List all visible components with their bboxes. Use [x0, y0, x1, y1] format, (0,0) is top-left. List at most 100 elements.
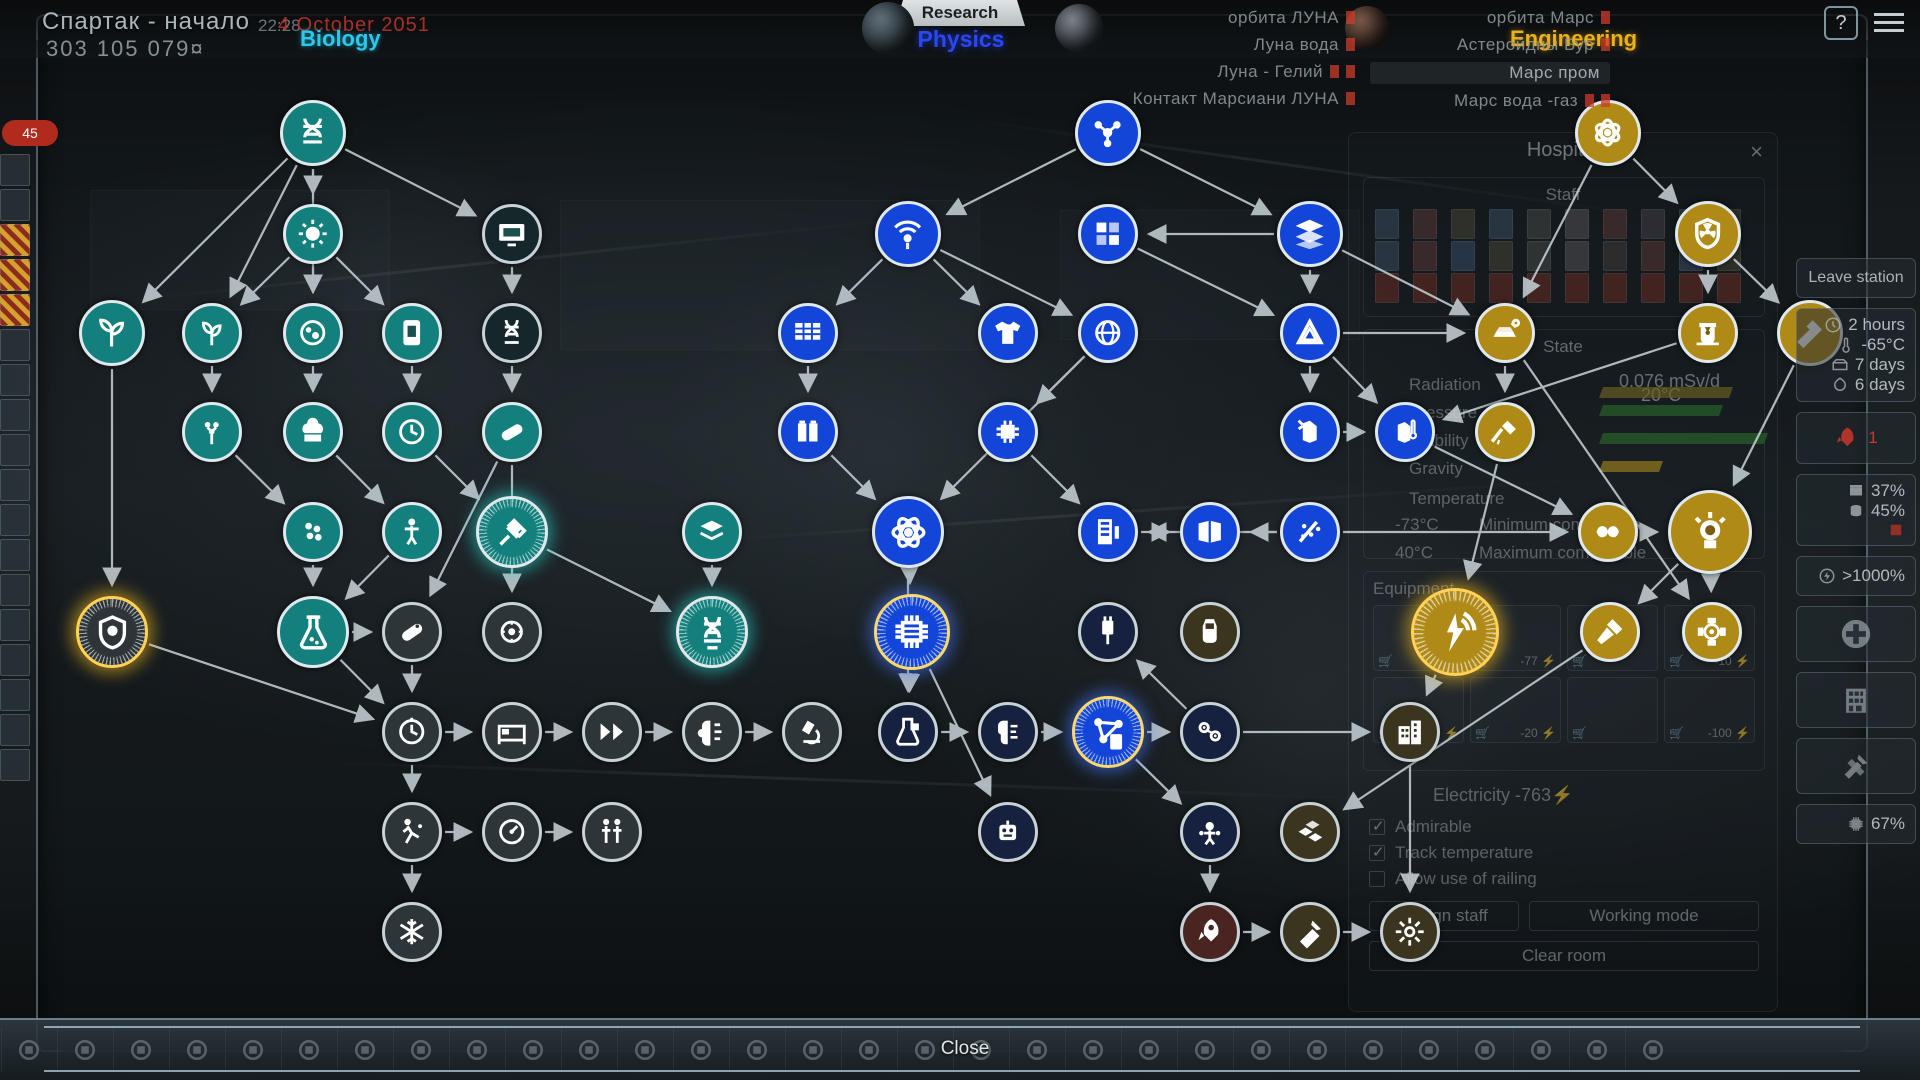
- tech-node-textiles[interactable]: [978, 303, 1038, 363]
- staff-avatar[interactable]: [1489, 273, 1513, 303]
- tech-node-recycling[interactable]: [1578, 502, 1638, 562]
- working-mode-button[interactable]: Working mode: [1529, 901, 1759, 931]
- tech-node-genome[interactable]: [676, 596, 748, 668]
- tech-node-forging[interactable]: [1580, 602, 1640, 662]
- storage-icon[interactable]: [1289, 1028, 1343, 1072]
- warning-icon[interactable]: [169, 1028, 223, 1072]
- tech-node-turbine[interactable]: [1380, 902, 1440, 962]
- crew-slot[interactable]: [0, 329, 30, 361]
- tech-node-automation[interactable]: [1180, 702, 1240, 762]
- tech-node-cryo-tank[interactable]: [1375, 402, 1435, 462]
- status-cell-times[interactable]: 2 hours -65°C 7 days 6 days: [1796, 308, 1916, 402]
- tech-node-metallurgy[interactable]: [1475, 303, 1535, 363]
- antenna-icon[interactable]: [729, 1028, 783, 1072]
- crew-slot[interactable]: [0, 504, 30, 536]
- pipe-icon[interactable]: [897, 1028, 951, 1072]
- panel-icon[interactable]: [281, 1028, 335, 1072]
- tech-node-genetics[interactable]: [280, 100, 346, 166]
- tech-node-em-field[interactable]: [1411, 588, 1499, 676]
- research-tab[interactable]: Research: [895, 0, 1025, 26]
- crew-slot[interactable]: [0, 644, 30, 676]
- tech-node-pathology[interactable]: [782, 702, 842, 762]
- tech-node-cytology[interactable]: [482, 602, 542, 662]
- tech-node-fusion-lamp[interactable]: [1668, 490, 1752, 574]
- server-icon[interactable]: [841, 1028, 895, 1072]
- staff-avatar[interactable]: [1375, 209, 1399, 239]
- tech-node-eva-suit[interactable]: [1180, 602, 1240, 662]
- tech-node-cuisine[interactable]: [283, 402, 343, 462]
- tech-node-clinic[interactable]: [482, 702, 542, 762]
- tools-cell[interactable]: [1796, 738, 1916, 794]
- turret-icon[interactable]: [1401, 1028, 1455, 1072]
- crew-slot[interactable]: [0, 189, 30, 221]
- staff-avatar[interactable]: [1489, 241, 1513, 271]
- tech-node-agriculture[interactable]: [79, 300, 145, 366]
- machine-icon[interactable]: [393, 1028, 447, 1072]
- tech-node-solar-panel[interactable]: [778, 303, 838, 363]
- tech-node-power-grid[interactable]: [1078, 602, 1138, 662]
- tech-node-cybernetics[interactable]: [978, 702, 1038, 762]
- tech-node-welding[interactable]: [1475, 402, 1535, 462]
- checkbox-track-temperature[interactable]: [1369, 843, 1385, 861]
- staff-avatar[interactable]: [1641, 241, 1665, 271]
- greenhouse-icon[interactable]: [1513, 1028, 1567, 1072]
- tech-node-trauma[interactable]: [382, 802, 442, 862]
- window-icon[interactable]: [617, 1028, 671, 1072]
- crew-slot[interactable]: [0, 714, 30, 746]
- tech-node-food-pack[interactable]: [382, 303, 442, 363]
- cursor-icon[interactable]: [1, 1028, 55, 1072]
- rocket-cell[interactable]: 1: [1796, 412, 1916, 464]
- tech-node-bacteria[interactable]: [283, 502, 343, 562]
- crew-slot[interactable]: [0, 364, 30, 396]
- tech-node-cell-culture[interactable]: [283, 303, 343, 363]
- hatch-icon[interactable]: [1121, 1028, 1175, 1072]
- tech-node-rad-shielding[interactable]: [1675, 201, 1741, 267]
- ladder-icon[interactable]: [449, 1028, 503, 1072]
- table-icon[interactable]: [953, 1028, 1007, 1072]
- tech-node-network[interactable]: [1072, 696, 1144, 768]
- flask-icon[interactable]: [337, 1028, 391, 1072]
- clear-room-button[interactable]: Clear room: [1369, 941, 1759, 971]
- staff-avatar[interactable]: [1489, 209, 1513, 239]
- tech-node-particle-physics[interactable]: [1075, 100, 1141, 166]
- crew-slot[interactable]: [0, 539, 30, 571]
- bulkhead-icon[interactable]: [561, 1028, 615, 1072]
- staff-avatar[interactable]: [1603, 209, 1627, 239]
- tech-node-structures[interactable]: [1280, 303, 1340, 363]
- tech-node-habitat[interactable]: [1380, 702, 1440, 762]
- vent-icon[interactable]: [1065, 1028, 1119, 1072]
- resource-row[interactable]: Луна - Гелий: [1105, 62, 1355, 82]
- crew-slot[interactable]: [0, 574, 30, 606]
- stock-cell[interactable]: 37% 45%: [1796, 474, 1916, 546]
- tech-node-database[interactable]: [1180, 502, 1240, 562]
- medical-cell[interactable]: [1796, 606, 1916, 662]
- crew-slot[interactable]: [0, 609, 30, 641]
- reactor-icon[interactable]: [1569, 1028, 1623, 1072]
- equipment-slot[interactable]: 🛒-100 ⚡: [1664, 677, 1755, 743]
- tech-node-robotics[interactable]: [978, 802, 1038, 862]
- tech-node-storage[interactable]: [1280, 802, 1340, 862]
- tech-node-lab[interactable]: [878, 702, 938, 762]
- tech-node-neurology[interactable]: [682, 702, 742, 762]
- tech-node-cryonics[interactable]: [382, 902, 442, 962]
- crew-slot[interactable]: [0, 679, 30, 711]
- tech-node-medicine[interactable]: [382, 602, 442, 662]
- tech-node-radio[interactable]: [875, 201, 941, 267]
- engine-icon[interactable]: [1345, 1028, 1399, 1072]
- bed-icon[interactable]: [785, 1028, 839, 1072]
- crew-slot[interactable]: [0, 399, 30, 431]
- tech-node-nuclear[interactable]: [872, 496, 944, 568]
- tech-node-diagnostics[interactable]: [482, 802, 542, 862]
- tech-node-transport[interactable]: [1078, 204, 1138, 264]
- staff-avatar[interactable]: [1603, 273, 1627, 303]
- dock-icon[interactable]: [1457, 1028, 1511, 1072]
- tech-node-pharma[interactable]: [482, 402, 542, 462]
- resource-row[interactable]: Луна вода: [1105, 35, 1355, 55]
- tech-node-propulsion[interactable]: [1180, 902, 1240, 962]
- resource-row[interactable]: Астеройдны Бур: [1370, 35, 1610, 55]
- tech-node-population[interactable]: [582, 802, 642, 862]
- tech-node-bio-monitor[interactable]: [482, 204, 542, 264]
- tech-node-circadian[interactable]: [382, 402, 442, 462]
- resource-row[interactable]: Марс вода -газ: [1370, 91, 1610, 111]
- staff-avatar[interactable]: [1641, 273, 1665, 303]
